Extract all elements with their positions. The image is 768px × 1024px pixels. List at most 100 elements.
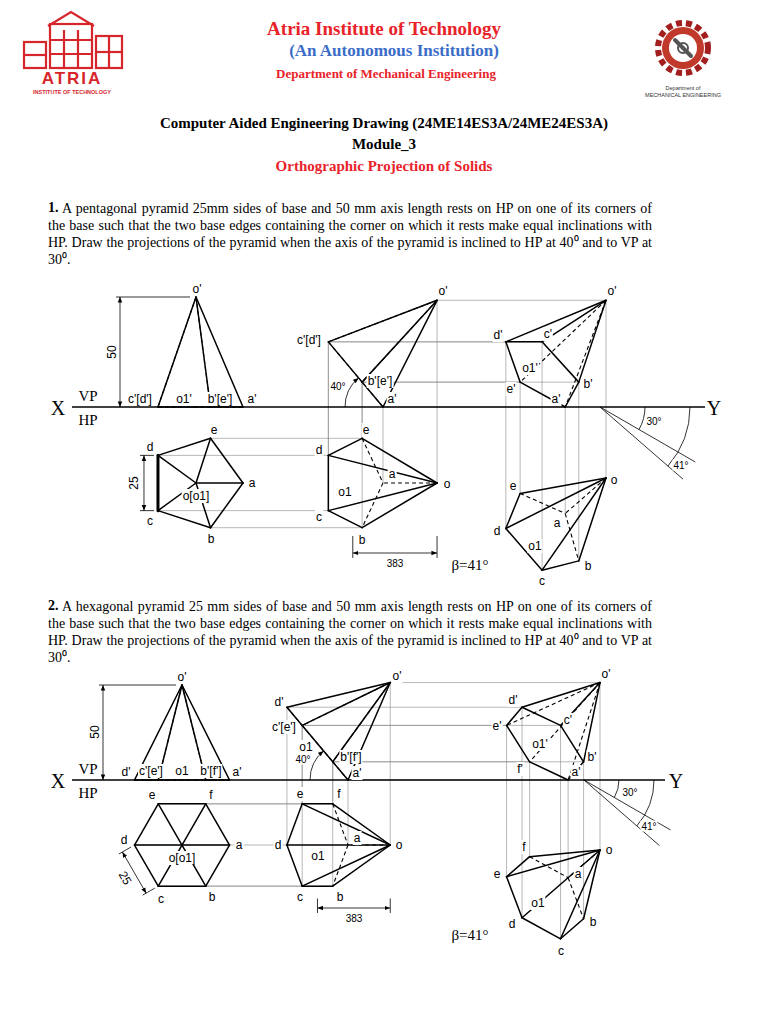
projection-view bbox=[158, 438, 243, 527]
visible-edge bbox=[530, 850, 600, 857]
visible-edge bbox=[383, 300, 437, 407]
projector-line bbox=[302, 725, 506, 726]
hidden-edge bbox=[206, 779, 230, 780]
gear-center bbox=[669, 34, 697, 62]
point-label: c' bbox=[563, 713, 573, 727]
point-label: d' bbox=[121, 765, 132, 779]
point-label: o[o1] bbox=[182, 489, 211, 503]
visible-edge bbox=[542, 300, 606, 342]
projection-view bbox=[507, 850, 600, 939]
projector-line bbox=[287, 707, 522, 708]
point-label: c'[e'] bbox=[138, 764, 164, 778]
visible-edge bbox=[579, 300, 606, 382]
institute-logo bbox=[24, 12, 122, 68]
point-label: c bbox=[157, 892, 165, 906]
visible-edge bbox=[520, 478, 606, 493]
visible-edge bbox=[135, 804, 159, 845]
point-label: a bbox=[574, 867, 583, 881]
point-label: b bbox=[358, 533, 367, 547]
dimension-label: 40° bbox=[329, 381, 346, 392]
visible-edge bbox=[362, 483, 437, 528]
dimension-line bbox=[120, 297, 121, 407]
projector-line bbox=[560, 725, 561, 938]
projector-line bbox=[206, 803, 333, 804]
projector-line bbox=[505, 342, 506, 529]
point-label: d bbox=[493, 524, 502, 538]
building-line bbox=[50, 53, 92, 55]
point-label: o1' bbox=[531, 737, 549, 751]
point-label: e' bbox=[506, 382, 517, 396]
point-label: f' bbox=[516, 762, 524, 776]
point-label: e bbox=[148, 788, 157, 802]
subheading: (An Autonomous Institution) bbox=[289, 41, 499, 61]
projector-line bbox=[158, 510, 328, 511]
point-label: o bbox=[610, 473, 619, 487]
hidden-edge bbox=[158, 406, 211, 407]
visible-edge bbox=[328, 438, 362, 455]
point-label: b bbox=[207, 532, 216, 546]
visible-edge bbox=[182, 844, 230, 846]
department-logo bbox=[658, 23, 708, 73]
point-label: a' bbox=[352, 766, 363, 780]
dimension-line bbox=[103, 685, 104, 780]
visible-edge bbox=[158, 297, 196, 407]
point-label: a' bbox=[551, 392, 562, 406]
angle-label: β=41° bbox=[450, 557, 489, 574]
department-name: Department of Mechanical Engineering bbox=[276, 66, 496, 82]
projection-figure bbox=[72, 683, 671, 939]
visible-edge bbox=[506, 342, 520, 382]
projector-line bbox=[600, 683, 601, 850]
reference-line bbox=[72, 779, 665, 780]
point-label: o1 bbox=[527, 539, 542, 553]
point-label: e bbox=[210, 423, 219, 437]
visible-edge bbox=[522, 918, 561, 939]
visible-edge bbox=[182, 804, 206, 845]
point-label: d' bbox=[508, 693, 519, 707]
point-label: b'[e'] bbox=[207, 392, 234, 406]
visible-edge bbox=[506, 528, 542, 570]
visible-edge bbox=[565, 382, 579, 407]
point-label: o bbox=[605, 843, 614, 857]
point-label: f bbox=[521, 840, 526, 854]
point-label: b'[f'] bbox=[339, 750, 362, 764]
building-line bbox=[63, 30, 65, 68]
visible-edge bbox=[506, 493, 520, 528]
visible-edge bbox=[507, 725, 530, 761]
point-label: c bbox=[557, 944, 565, 958]
hidden-edge bbox=[302, 683, 390, 726]
projector-line bbox=[211, 527, 363, 528]
visible-edge bbox=[507, 707, 522, 725]
extension-line bbox=[143, 888, 155, 895]
extension-line bbox=[390, 899, 391, 914]
visible-edge bbox=[196, 297, 211, 407]
point-label: o' bbox=[392, 669, 403, 683]
visible-edge bbox=[196, 438, 211, 483]
hidden-edge bbox=[211, 406, 243, 407]
point-label: o1 bbox=[310, 849, 325, 863]
point-label: d' bbox=[493, 328, 504, 342]
reference-line-label: Y bbox=[669, 770, 683, 793]
hidden-edge bbox=[333, 762, 348, 780]
point-label: a bbox=[353, 831, 362, 845]
visible-edge bbox=[328, 483, 437, 511]
visible-edge bbox=[158, 511, 211, 528]
visible-edge bbox=[328, 455, 437, 483]
point-label: c bbox=[315, 510, 323, 524]
visible-edge bbox=[211, 406, 243, 408]
building-block bbox=[24, 42, 46, 68]
projector-line bbox=[568, 780, 569, 878]
visible-edge bbox=[156, 455, 159, 510]
visible-edge bbox=[522, 683, 600, 708]
visible-edge bbox=[506, 341, 542, 343]
visible-edge bbox=[522, 707, 561, 725]
visible-edge bbox=[302, 803, 333, 805]
visible-edge bbox=[507, 850, 600, 877]
point-label: 25 bbox=[115, 868, 135, 888]
plane-label: HP bbox=[77, 412, 98, 429]
plane-label: VP bbox=[77, 388, 98, 405]
construction-line bbox=[600, 407, 683, 479]
projection-view bbox=[135, 685, 230, 780]
reference-line bbox=[72, 406, 705, 407]
